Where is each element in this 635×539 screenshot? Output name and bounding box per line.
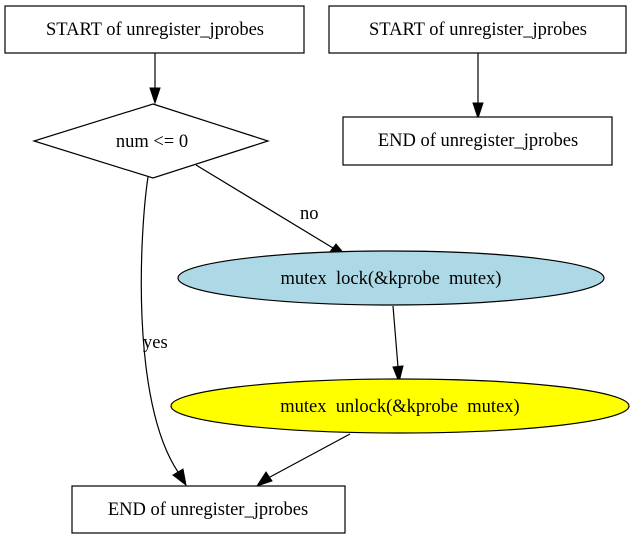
node-mutex-unlock-label: mutex unlock(&kprobe mutex) [280, 397, 519, 417]
edge-mutex-unlock-to-end-left [255, 433, 351, 487]
node-mutex-lock[interactable]: mutex lock(&kprobe mutex) [177, 250, 605, 306]
node-decision-label: num <= 0 [116, 132, 188, 152]
edge-label-yes: yes [143, 333, 168, 353]
edge-mutex-lock-to-unlock [392, 305, 404, 384]
node-end-left[interactable]: END of unregister_jprobes [71, 485, 346, 534]
node-start-right-label: START of unregister_jprobes [369, 20, 587, 40]
node-end-right-label: END of unregister_jprobes [378, 131, 578, 151]
edge-decision-to-end-left [140, 176, 187, 487]
node-start-right[interactable]: START of unregister_jprobes [328, 5, 627, 54]
node-end-right[interactable]: END of unregister_jprobes [342, 116, 613, 166]
node-mutex-unlock[interactable]: mutex unlock(&kprobe mutex) [170, 378, 630, 434]
edge-start-to-decision [149, 53, 161, 105]
node-decision[interactable]: num <= 0 [31, 103, 270, 179]
node-mutex-lock-label: mutex lock(&kprobe mutex) [281, 269, 502, 289]
node-start-left-label: START of unregister_jprobes [46, 20, 264, 40]
node-end-left-label: END of unregister_jprobes [108, 500, 308, 520]
node-start-left[interactable]: START of unregister_jprobes [4, 5, 305, 54]
edge-start-to-end-right [472, 53, 484, 120]
edge-label-no: no [300, 204, 319, 224]
edge-decision-to-mutex-lock [195, 164, 348, 257]
